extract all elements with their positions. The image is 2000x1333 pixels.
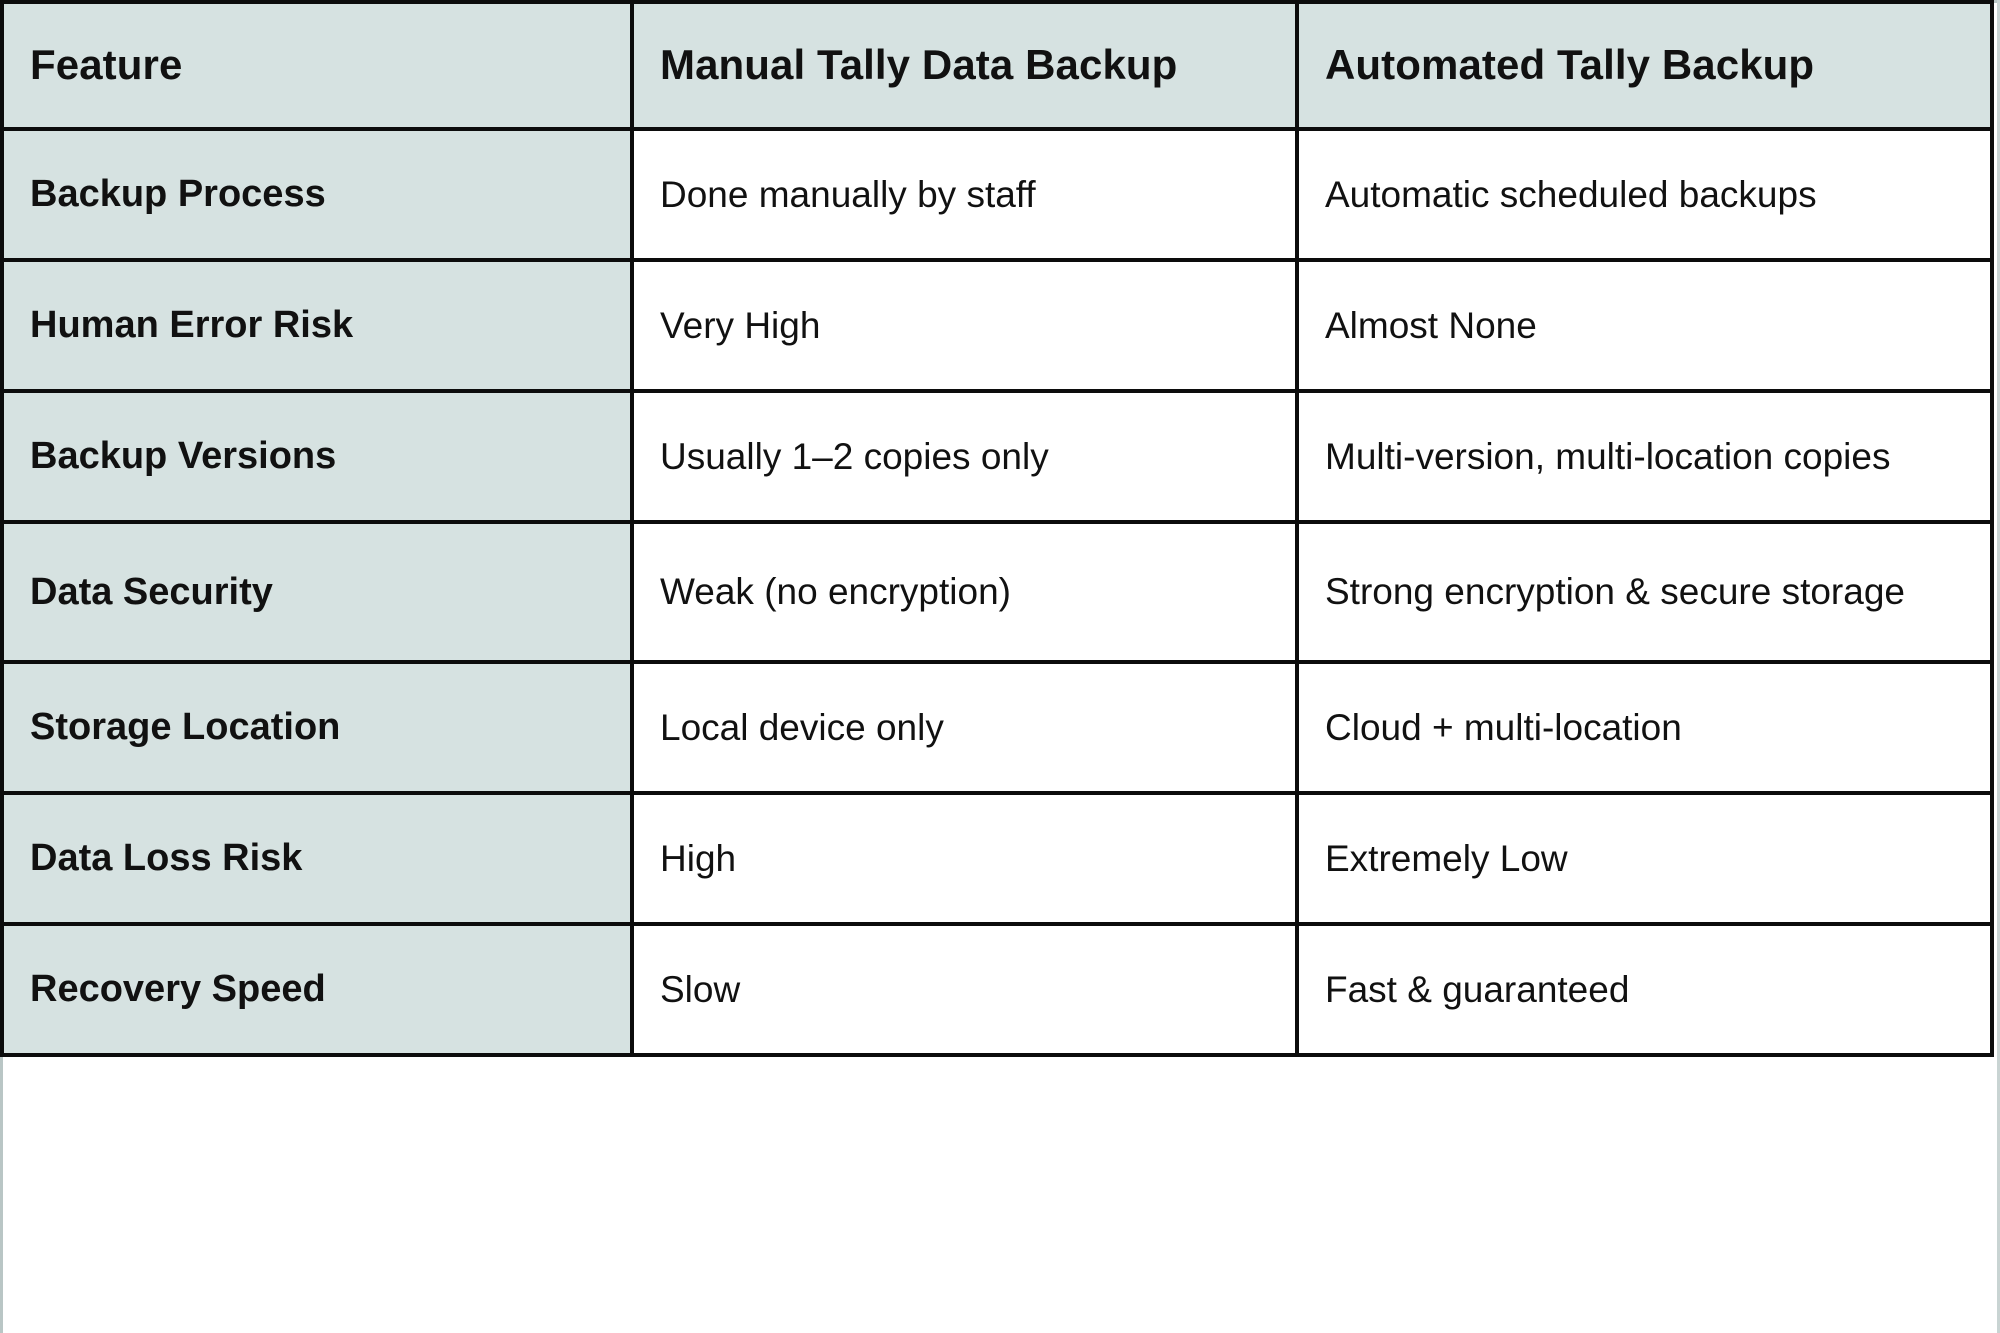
column-header-automated-label: Automated Tally Backup: [1325, 41, 1815, 89]
table-row: Data Security Weak (no encryption) Stron…: [0, 520, 1994, 664]
column-header-feature-label: Feature: [30, 41, 183, 89]
cell-text: Multi-version, multi-location copies: [1325, 435, 1891, 477]
cell-text: Local device only: [660, 706, 944, 748]
row-label-storage-location: Storage Location: [0, 660, 634, 795]
cell-automated-backup-versions: Multi-version, multi-location copies: [1295, 389, 1994, 524]
cell-automated-data-security: Strong encryption & secure storage: [1295, 520, 1994, 664]
cell-manual-storage-location: Local device only: [630, 660, 1299, 795]
row-label-recovery-speed: Recovery Speed: [0, 922, 634, 1057]
cell-manual-recovery-speed: Slow: [630, 922, 1299, 1057]
cell-automated-storage-location: Cloud + multi-location: [1295, 660, 1994, 795]
cell-automated-human-error-risk: Almost None: [1295, 258, 1994, 393]
cell-text: Done manually by staff: [660, 173, 1036, 215]
row-label-backup-versions: Backup Versions: [0, 389, 634, 524]
cell-manual-backup-versions: Usually 1–2 copies only: [630, 389, 1299, 524]
cell-text: Data Security: [30, 570, 273, 613]
cell-text: High: [660, 837, 737, 879]
table-header-row: Feature Manual Tally Data Backup Automat…: [0, 0, 1994, 131]
cell-text: Strong encryption & secure storage: [1325, 571, 1905, 613]
cell-text: Storage Location: [30, 706, 341, 749]
cell-text: Recovery Speed: [30, 968, 326, 1011]
cell-automated-recovery-speed: Fast & guaranteed: [1295, 922, 1994, 1057]
cell-text: Extremely Low: [1325, 837, 1568, 879]
cell-text: Weak (no encryption): [660, 571, 1011, 613]
cell-text: Slow: [660, 968, 741, 1010]
table-header: Feature Manual Tally Data Backup Automat…: [0, 0, 1994, 131]
cell-manual-human-error-risk: Very High: [630, 258, 1299, 393]
column-header-manual-label: Manual Tally Data Backup: [660, 41, 1178, 89]
row-label-human-error-risk: Human Error Risk: [0, 258, 634, 393]
cell-text: Cloud + multi-location: [1325, 706, 1682, 748]
cell-text: Fast & guaranteed: [1325, 968, 1630, 1010]
cell-text: Backup Process: [30, 173, 326, 216]
column-header-feature: Feature: [0, 0, 634, 131]
cell-manual-data-loss-risk: High: [630, 791, 1299, 926]
cell-text: Almost None: [1325, 304, 1537, 346]
cell-text: Automatic scheduled backups: [1325, 173, 1817, 215]
table-row: Data Loss Risk High Extremely Low: [0, 791, 1994, 926]
row-label-data-security: Data Security: [0, 520, 634, 664]
cell-text: Backup Versions: [30, 435, 337, 478]
cell-automated-backup-process: Automatic scheduled backups: [1295, 127, 1994, 262]
cell-text: Data Loss Risk: [30, 837, 303, 880]
table-row: Recovery Speed Slow Fast & guaranteed: [0, 922, 1994, 1057]
cell-text: Usually 1–2 copies only: [660, 435, 1049, 477]
cell-manual-data-security: Weak (no encryption): [630, 520, 1299, 664]
row-label-data-loss-risk: Data Loss Risk: [0, 791, 634, 926]
cell-text: Human Error Risk: [30, 304, 354, 347]
cell-text: Very High: [660, 304, 821, 346]
table-row: Backup Versions Usually 1–2 copies only …: [0, 389, 1994, 524]
table-row: Storage Location Local device only Cloud…: [0, 660, 1994, 795]
cell-automated-data-loss-risk: Extremely Low: [1295, 791, 1994, 926]
table-row: Backup Process Done manually by staff Au…: [0, 127, 1994, 262]
row-label-backup-process: Backup Process: [0, 127, 634, 262]
table-body: Backup Process Done manually by staff Au…: [0, 127, 1994, 1057]
column-header-manual: Manual Tally Data Backup: [630, 0, 1299, 131]
table-right-edge: [1997, 0, 2000, 1333]
table-row: Human Error Risk Very High Almost None: [0, 258, 1994, 393]
cell-manual-backup-process: Done manually by staff: [630, 127, 1299, 262]
backup-comparison-table: Feature Manual Tally Data Backup Automat…: [0, 0, 1994, 1057]
column-header-automated: Automated Tally Backup: [1295, 0, 1994, 131]
